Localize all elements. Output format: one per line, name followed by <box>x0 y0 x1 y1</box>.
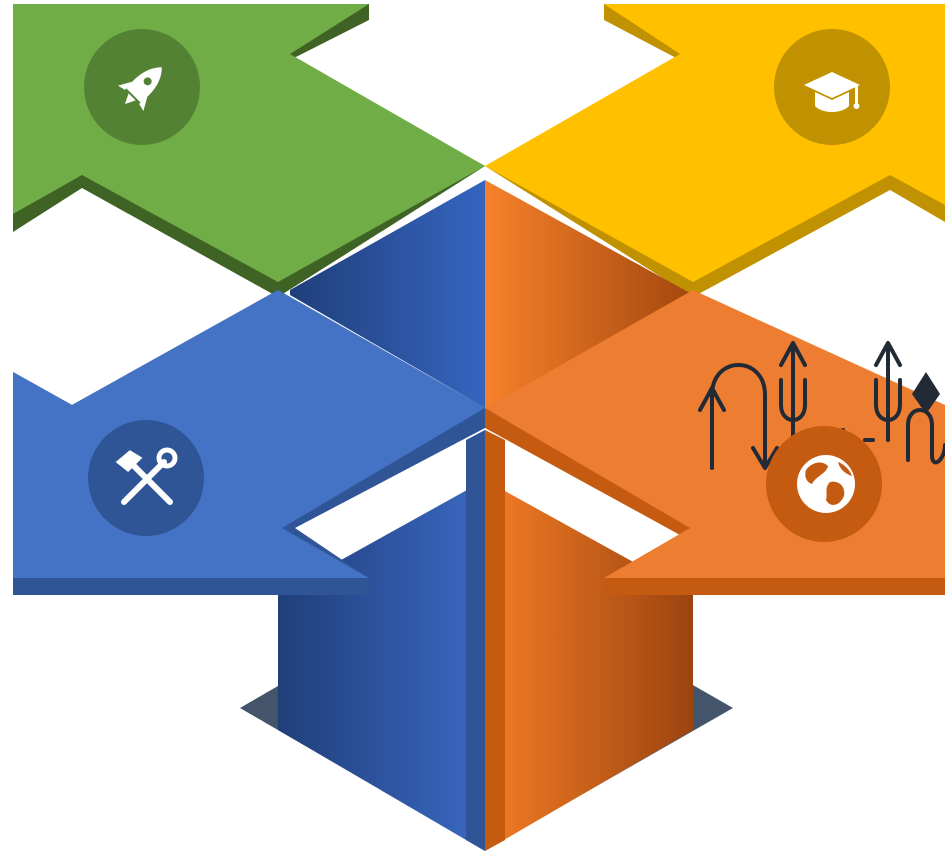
line-decoration <box>698 341 945 470</box>
globe-icon <box>797 455 855 513</box>
diamond-marker <box>912 372 940 414</box>
upper-column-left <box>290 180 485 408</box>
rocket-icon <box>117 67 162 112</box>
graduation-cap-icon <box>804 72 860 112</box>
upper-column-right <box>485 180 690 408</box>
tools-icon <box>115 447 178 505</box>
